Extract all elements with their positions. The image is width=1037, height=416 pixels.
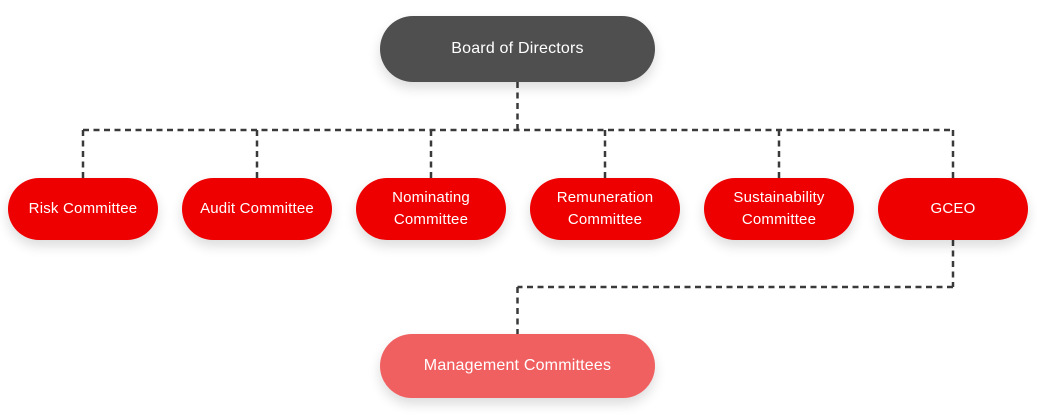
node-board-of-directors: Board of Directors (380, 16, 655, 82)
node-label: Audit Committee (200, 200, 314, 218)
node-label: Board of Directors (451, 40, 584, 58)
node-sustainability-committee: Sustainability Committee (704, 178, 854, 240)
node-label: GCEO (930, 200, 976, 218)
node-remuneration-committee: Remuneration Committee (530, 178, 680, 240)
node-nominating-committee: Nominating Committee (356, 178, 506, 240)
node-label: Risk Committee (28, 200, 138, 218)
node-label: Remuneration Committee (556, 189, 654, 228)
node-label: Management Committees (423, 357, 612, 375)
node-label: Sustainability Committee (733, 189, 825, 228)
node-label: Nominating Committee (392, 189, 470, 228)
node-audit-committee: Audit Committee (182, 178, 332, 240)
node-risk-committee: Risk Committee (8, 178, 158, 240)
node-gceo: GCEO (878, 178, 1028, 240)
node-management-committees: Management Committees (380, 334, 655, 398)
